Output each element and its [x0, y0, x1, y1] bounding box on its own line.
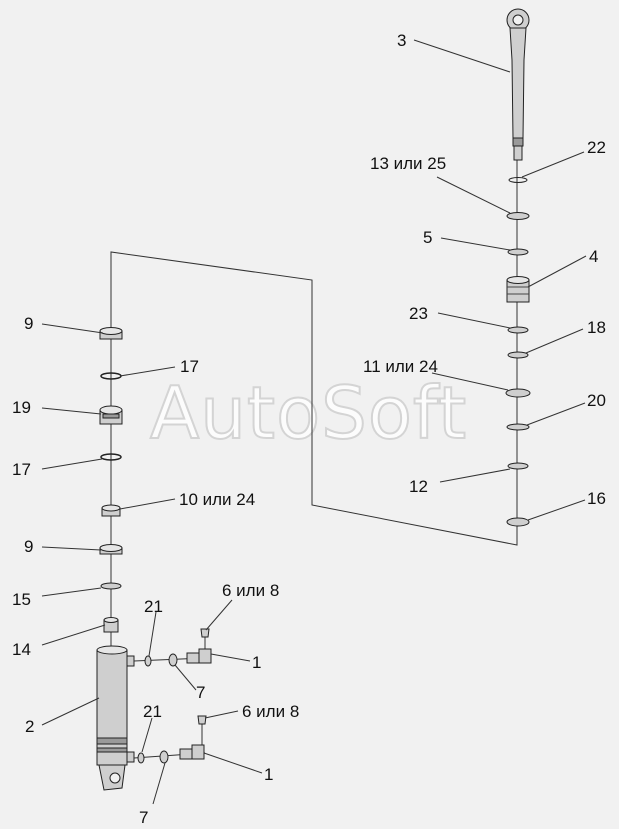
part-3-rod [506, 8, 530, 161]
part-17-ring-bottom [100, 453, 122, 461]
callout-6-or-8-lower: 6 или 8 [242, 702, 299, 721]
callout-17-bottom: 17 [12, 460, 31, 479]
callout-19: 19 [12, 398, 31, 417]
part-9-washer-bottom [99, 544, 123, 555]
callout-7-upper: 7 [196, 683, 205, 702]
callout-21-upper: 21 [144, 597, 163, 616]
part-13-washer [506, 212, 530, 220]
callout-13-or-25: 13 или 25 [370, 154, 446, 173]
leader-lines [41, 39, 587, 805]
callout-7-lower: 7 [139, 808, 148, 827]
callout-18: 18 [587, 318, 606, 337]
callout-3: 3 [397, 31, 406, 50]
part-20-ring [506, 423, 530, 431]
callout-5: 5 [423, 228, 432, 247]
callout-1-upper: 1 [252, 653, 261, 672]
fitting-assembly-lower [133, 715, 207, 764]
assembly-path-line [110, 150, 518, 546]
part-9-washer-top [99, 327, 123, 340]
callout-11-or-24: 11 или 24 [363, 357, 438, 376]
callout-6-or-8-upper: 6 или 8 [222, 581, 279, 600]
part-11-washer [505, 388, 531, 398]
part-16-washer [506, 517, 530, 527]
part-14-nut [103, 617, 119, 633]
part-2-cylinder [96, 645, 135, 791]
part-18-ring [507, 351, 529, 359]
part-4-nut [506, 276, 530, 303]
callout-21-lower: 21 [143, 702, 162, 721]
part-10-bushing [101, 504, 121, 517]
callout-9-bottom: 9 [24, 537, 33, 556]
callout-20: 20 [587, 391, 606, 410]
callout-2: 2 [25, 717, 34, 736]
part-22-ring [508, 177, 528, 183]
callout-16: 16 [587, 489, 606, 508]
callout-17-top: 17 [180, 357, 199, 376]
callout-12: 12 [409, 477, 428, 496]
watermark: AutoSoft [150, 371, 467, 455]
callout-15: 15 [12, 590, 31, 609]
callout-9-top: 9 [24, 314, 33, 333]
callout-4: 4 [589, 247, 598, 266]
fitting-assembly-upper [133, 628, 212, 667]
callout-22: 22 [587, 138, 606, 157]
part-12-ring [507, 462, 529, 470]
callout-14: 14 [12, 640, 31, 659]
part-19-nut [99, 405, 123, 425]
part-15-ring [100, 582, 122, 590]
callout-10-or-24: 10 или 24 [179, 490, 255, 509]
part-23-ring [507, 326, 529, 334]
callout-23: 23 [409, 304, 428, 323]
part-5-ring [507, 248, 529, 256]
callout-1-lower: 1 [264, 765, 273, 784]
